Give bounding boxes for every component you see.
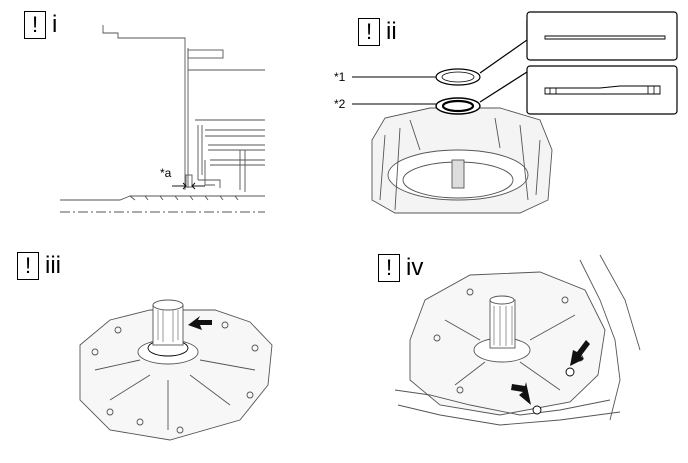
caution-icon: !	[378, 254, 400, 282]
oil-pump-illustration	[79, 299, 273, 441]
caution-icon: !	[358, 18, 380, 46]
step-label-iii: iii	[45, 252, 61, 279]
caution-icon-glyph: !	[24, 253, 32, 278]
step-label-i: i	[52, 11, 58, 38]
step-label-iv: iv	[406, 254, 424, 281]
caution-icon-glyph: !	[365, 19, 373, 44]
housing-illustration	[352, 68, 553, 214]
cross-section-diagram	[60, 25, 265, 213]
arrow-icon	[570, 340, 590, 366]
callout-1: *1	[334, 70, 346, 84]
caution-icon: !	[17, 252, 39, 280]
ring-detail-callouts	[479, 11, 678, 115]
step-label-ii: ii	[386, 18, 397, 45]
arrow-icon	[511, 382, 531, 405]
callout-2: *2	[334, 97, 346, 111]
caution-icon-glyph: !	[385, 255, 393, 280]
caution-icon: !	[24, 11, 46, 39]
installed-pump-illustration	[394, 254, 641, 426]
caution-icon-glyph: !	[31, 12, 39, 37]
callout-a: *a	[160, 166, 172, 180]
arrow-icon	[188, 316, 212, 330]
